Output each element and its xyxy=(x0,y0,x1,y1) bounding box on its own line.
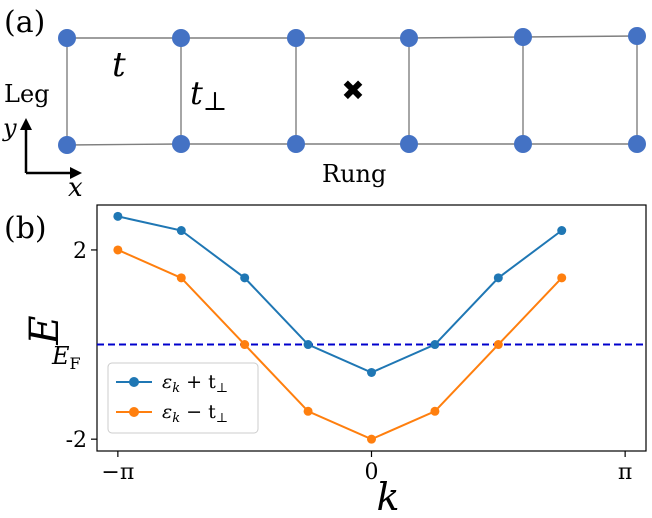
lattice-site xyxy=(628,27,646,45)
panel-a-ladder-diagram: (a) t t⊥ ✖ Leg Rung y x xyxy=(2,5,646,203)
legend-text-lower: εk − t⊥ xyxy=(162,401,228,426)
leg-hopping-label: t xyxy=(112,45,126,85)
legend-box xyxy=(107,362,259,434)
rung-hopping-label-main: t xyxy=(190,74,203,112)
leg-bond-top xyxy=(408,36,524,39)
leg-bond-bottom xyxy=(66,143,182,146)
data-point xyxy=(240,273,250,283)
x-tick-label: 0 xyxy=(365,460,379,485)
data-point xyxy=(303,406,313,416)
legend-marker-upper xyxy=(129,377,139,387)
axis-x-label: x xyxy=(68,173,83,203)
lattice-site xyxy=(400,135,418,153)
legend: εk + t⊥ εk − t⊥ xyxy=(107,362,259,434)
series-line xyxy=(117,215,563,374)
data-point xyxy=(430,340,440,350)
ladder-bonds xyxy=(66,35,638,146)
axis-y-label: y xyxy=(2,114,17,142)
y-axis-label: E xyxy=(22,315,68,345)
fermi-level-label: EF xyxy=(51,342,81,373)
lattice-site xyxy=(172,135,190,153)
axis-arrows-icon xyxy=(20,118,82,179)
data-point xyxy=(430,406,440,416)
ticks-layer: −π 0 π 2 -2 xyxy=(66,239,633,485)
lattice-site xyxy=(172,29,190,47)
impurity-marker: ✖ xyxy=(341,74,364,107)
legend-text-upper: εk + t⊥ xyxy=(162,371,228,396)
data-point xyxy=(176,273,186,283)
data-point xyxy=(303,340,313,350)
lattice-site xyxy=(514,28,532,46)
data-point xyxy=(557,226,567,236)
legend-marker-lower xyxy=(129,407,139,417)
series-line xyxy=(117,248,563,441)
data-point xyxy=(367,434,376,444)
panel-a-label: (a) xyxy=(4,5,45,40)
x-tick-label: π xyxy=(618,460,632,485)
data-point xyxy=(176,226,186,236)
legend-entry-upper-band: εk + t⊥ xyxy=(116,371,228,396)
lattice-site xyxy=(58,29,76,47)
series-1 xyxy=(113,245,567,444)
rung-hopping-label-sub: ⊥ xyxy=(203,87,227,117)
ladder-sites xyxy=(58,27,646,154)
lattice-site xyxy=(58,136,76,154)
fermi-level-label-sub: F xyxy=(70,354,81,373)
data-point xyxy=(493,273,503,283)
data-point xyxy=(113,245,123,255)
x-axis-label: k xyxy=(376,475,399,518)
data-point xyxy=(113,211,123,221)
leg-label: Leg xyxy=(4,80,50,108)
lattice-site xyxy=(287,135,305,153)
data-point xyxy=(557,273,567,283)
lattice-site xyxy=(400,29,418,47)
rung-label: Rung xyxy=(322,160,386,188)
data-point xyxy=(367,367,376,377)
leg-bond-top xyxy=(522,35,638,38)
fermi-level-label-main: E xyxy=(51,342,70,370)
lattice-site xyxy=(514,135,532,153)
panel-b-label: (b) xyxy=(4,211,47,246)
series-0 xyxy=(113,211,567,377)
lattice-site xyxy=(628,135,646,153)
rung-hopping-label: t⊥ xyxy=(190,74,227,117)
series-layer xyxy=(113,211,567,444)
y-tick-label: -2 xyxy=(66,428,87,453)
y-tick-label: 2 xyxy=(73,239,87,264)
lattice-site xyxy=(287,29,305,47)
x-tick-label: −π xyxy=(101,460,134,485)
legend-entry-lower-band: εk − t⊥ xyxy=(116,401,228,426)
data-point xyxy=(240,340,250,350)
data-point xyxy=(493,340,503,350)
